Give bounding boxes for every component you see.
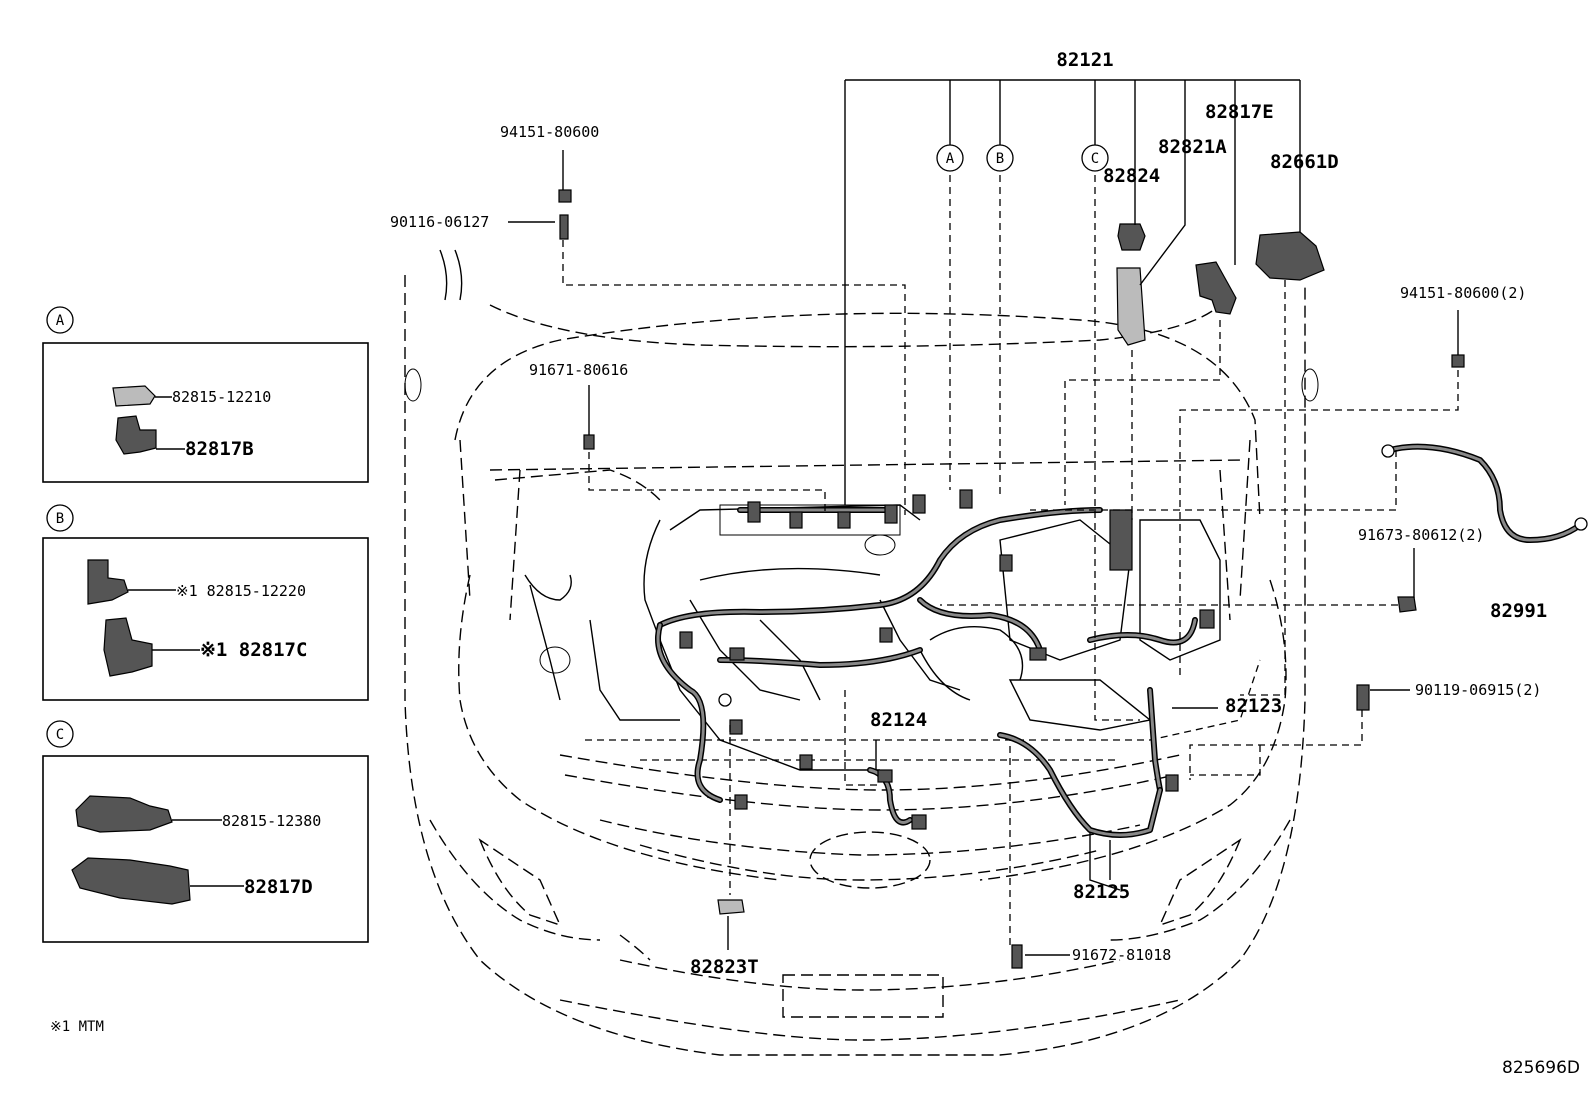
footnote: ※1 MTM	[50, 1019, 104, 1035]
label-90119-06915-2: 90119-06915(2)	[1415, 681, 1541, 699]
part-labels: 82121 94151-80600 90116-06127 82817E 828…	[390, 49, 1547, 978]
car-body-outline	[404, 249, 1319, 1056]
detail-a-part2: 82817B	[185, 438, 254, 460]
label-82824: 82824	[1103, 165, 1160, 187]
label-82125: 82125	[1073, 881, 1130, 903]
detail-a-letter: A	[56, 313, 65, 329]
label-82124: 82124	[870, 709, 927, 731]
wire-harness-82123	[1147, 687, 1163, 793]
label-82817E: 82817E	[1205, 101, 1274, 123]
label-91672-81018: 91672-81018	[1072, 946, 1171, 964]
detail-panel-b: B ※1 82815-12220 ※1 82817C	[42, 504, 369, 701]
wire-harness-82125	[997, 732, 1163, 838]
detail-c-letter: C	[56, 727, 64, 743]
label-94151-80600: 94151-80600	[500, 123, 599, 141]
label-82991: 82991	[1490, 600, 1547, 622]
callout-a: A	[936, 144, 964, 172]
label-91671-80616: 91671-80616	[529, 361, 628, 379]
label-82821A: 82821A	[1158, 136, 1227, 158]
label-82823T: 82823T	[690, 956, 759, 978]
detail-b-part2: ※1 82817C	[200, 639, 307, 661]
label-90116-06127: 90116-06127	[390, 213, 489, 231]
top-parts	[558, 189, 1465, 969]
engine-bay	[524, 504, 1261, 771]
detail-panel-c: C 82815-12380 82817D	[42, 720, 369, 943]
leader-lines	[508, 79, 1459, 956]
wire-harness-82121	[655, 507, 1198, 803]
detail-c-part2: 82817D	[244, 876, 313, 898]
detail-b-letter: B	[56, 511, 64, 527]
label-82661D: 82661D	[1270, 151, 1339, 173]
drawing-id: 825696D	[1502, 1058, 1580, 1078]
callout-c: C	[1081, 144, 1109, 172]
callout-b-letter: B	[996, 151, 1004, 167]
label-94151-80600-2: 94151-80600(2)	[1400, 284, 1526, 302]
connectors	[679, 489, 1215, 830]
detail-b-part1: ※1 82815-12220	[176, 582, 306, 600]
detail-panel-a: A 82815-12210 82817B	[42, 306, 369, 483]
label-91673-80612-2: 91673-80612(2)	[1358, 526, 1484, 544]
detail-a-part1: 82815-12210	[172, 388, 271, 406]
wire-harness-82991	[1381, 443, 1588, 543]
callout-a-letter: A	[946, 151, 955, 167]
callout-b: B	[986, 144, 1014, 172]
label-82121: 82121	[1056, 49, 1113, 71]
detail-c-part1: 82815-12380	[222, 812, 321, 830]
label-82123: 82123	[1225, 695, 1282, 717]
callout-c-letter: C	[1091, 151, 1099, 167]
